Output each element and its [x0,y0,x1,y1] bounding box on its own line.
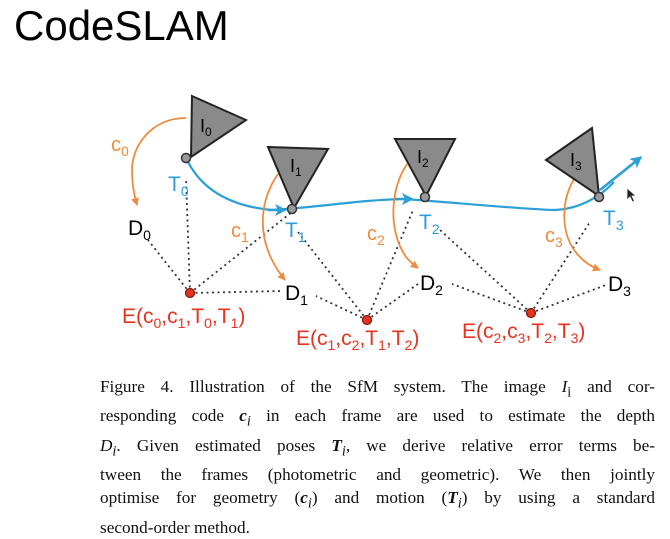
pose-nodes [180,152,605,215]
camera-frame-2: I2 [393,138,457,199]
error-nodes [184,287,537,326]
error-node-1 [361,314,373,326]
camera-frame-0: I0 [189,94,249,159]
slide-title: CodeSLAM [14,2,229,49]
code-label-2: c2 [367,223,385,248]
caption-line-3: Di. Given estimated poses Ti, we derive … [100,435,655,460]
code-labels: c0 c1 c2 c3 [111,134,563,250]
pose-label-1: T1 [285,219,306,245]
code-label-1: c1 [231,220,249,245]
depth-labels: D0 D1 D2 D3 [128,217,631,308]
sfm-diagram: I0 I1 I2 I3 c0 c1 c2 c3 T0 T1 T2 T3 [111,94,643,353]
frustum-2 [393,138,457,199]
edge-e0-d0 [147,239,191,294]
frustum-1 [266,145,330,211]
error-label-0: E(c0,c1,T0,T1) [122,305,245,331]
edge-e1-t2 [366,209,414,321]
pose-label-3: T3 [603,207,624,233]
error-node-2 [525,307,537,319]
caption-line-2: responding code ci in each frame are use… [100,406,655,430]
edge-e2-t3 [530,221,591,314]
code-label-0: c0 [111,134,129,159]
error-label-2: E(c2,c3,T2,T3) [462,320,585,346]
caption-line-6: second-order method. [100,517,250,537]
caption-line-1: Figure 4. Illustration of the SfM system… [100,377,655,401]
edge-e2-t2 [439,229,532,314]
pose-label-0: T0 [168,173,189,199]
depth-label-0: D0 [128,217,151,243]
edge-e0-t1 [189,211,293,294]
pose-node-1 [286,203,298,215]
code-label-3: c3 [545,225,563,250]
camera-frame-3: I3 [544,126,601,199]
code-arrow-0 [131,117,187,206]
edge-e0-d1 [189,290,283,294]
mouse-pointer-icon [626,187,638,203]
code-arrow-3 [563,175,601,272]
code-arrow-2 [392,163,419,269]
frame-label-0: I0 [200,116,212,139]
edge-e2-d3 [530,284,607,314]
edge-e2-d2 [451,283,532,314]
edge-e1-d1 [315,295,368,321]
factor-edges [147,177,607,321]
frame-label-1: I1 [290,156,302,179]
camera-frame-1: I1 [266,145,330,211]
trajectory-line [185,157,615,212]
caption-line-4: tween the frames (photometric and geomet… [100,465,655,485]
trajectory-arrow [599,156,643,192]
error-labels: E(c0,c1,T0,T1) E(c1,c2,T1,T2) E(c2,c3,T2… [122,305,585,353]
depth-label-2: D2 [420,272,443,298]
depth-label-3: D3 [608,273,631,299]
error-node-0 [184,287,196,299]
code-arrows [131,117,601,281]
pose-label-2: T2 [419,211,440,237]
edge-e1-t1 [297,231,368,321]
caption-line-5: optimise for geometry (ci) and motion (T… [100,488,655,512]
code-arrow-1 [261,173,286,281]
edge-e1-d2 [366,283,419,321]
frustum-0 [189,94,249,159]
frustum-3 [544,126,601,199]
pose-node-2 [419,191,431,203]
pose-node-3 [593,191,605,203]
pose-labels: T0 T1 T2 T3 [168,173,624,245]
frame-label-2: I2 [417,147,429,170]
error-label-1: E(c1,c2,T1,T2) [296,327,419,353]
pose-node-0 [180,152,192,164]
figure-caption: Figure 4. Illustration of the SfM system… [100,375,655,539]
frame-label-3: I3 [570,150,582,173]
depth-label-1: D1 [285,282,308,308]
